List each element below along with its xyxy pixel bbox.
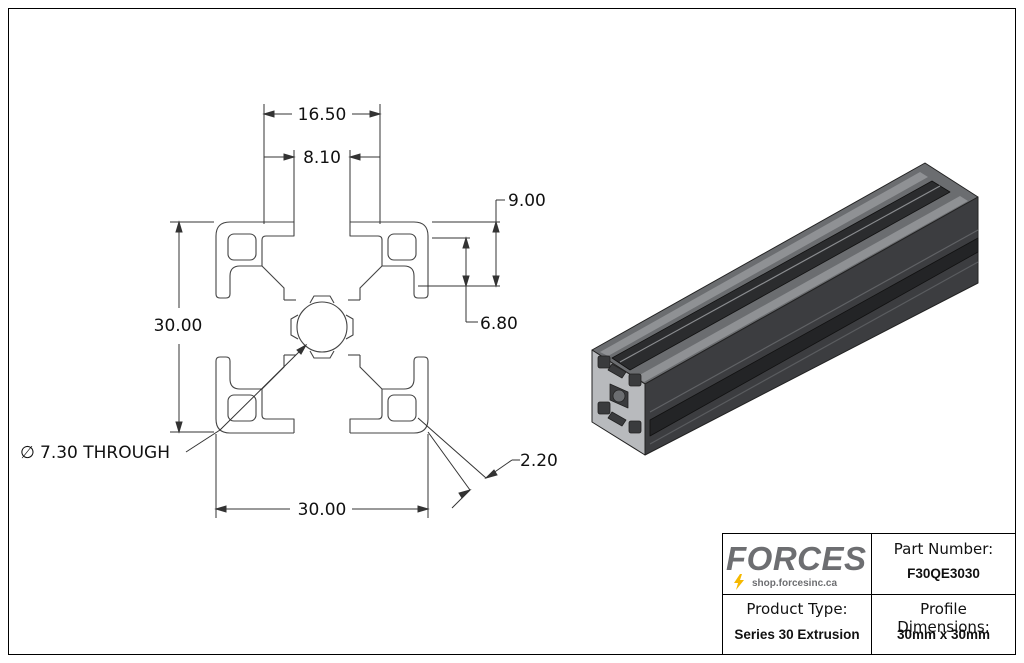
dim-slot-depth: 9.00 <box>508 191 546 211</box>
dimension-lines <box>170 104 520 518</box>
dim-wall: 2.20 <box>520 451 558 471</box>
product-type-value: Series 30 Extrusion <box>734 627 860 642</box>
dim-bore: 7.30 THROUGH <box>40 443 170 463</box>
diameter-symbol: ∅ <box>20 443 35 463</box>
product-type-label: Product Type: <box>746 600 848 618</box>
profile-dimensions-cell: Profile Dimensions: 30mm x 30mm <box>871 594 1016 655</box>
forces-logo: FORCES shop.forcesinc.ca <box>726 536 870 594</box>
product-type-cell: Product Type: Series 30 Extrusion <box>722 594 872 655</box>
dim-width-top: 16.50 <box>298 105 347 125</box>
profile-dimensions-value: 30mm x 30mm <box>896 627 991 642</box>
lightning-icon <box>734 574 744 590</box>
extrusion-3d-view <box>591 162 979 456</box>
profile-dimensions-label: Profile Dimensions: <box>897 600 990 636</box>
logo-wordmark: FORCES <box>726 540 867 577</box>
profile-cross-section <box>215 221 429 434</box>
logo-cell: FORCES shop.forcesinc.ca <box>722 533 872 595</box>
part-number-cell: Part Number: F30QE3030 <box>871 533 1016 595</box>
logo-url: shop.forcesinc.ca <box>752 578 838 589</box>
dim-width-bottom: 30.00 <box>298 500 347 520</box>
part-number-value: F30QE3030 <box>907 566 980 581</box>
dim-inner-depth: 6.80 <box>480 314 518 334</box>
drawing-border <box>8 8 1016 655</box>
dim-height: 30.00 <box>154 316 203 336</box>
part-number-label: Part Number: <box>893 540 994 558</box>
dim-slot-width: 8.10 <box>303 148 341 168</box>
